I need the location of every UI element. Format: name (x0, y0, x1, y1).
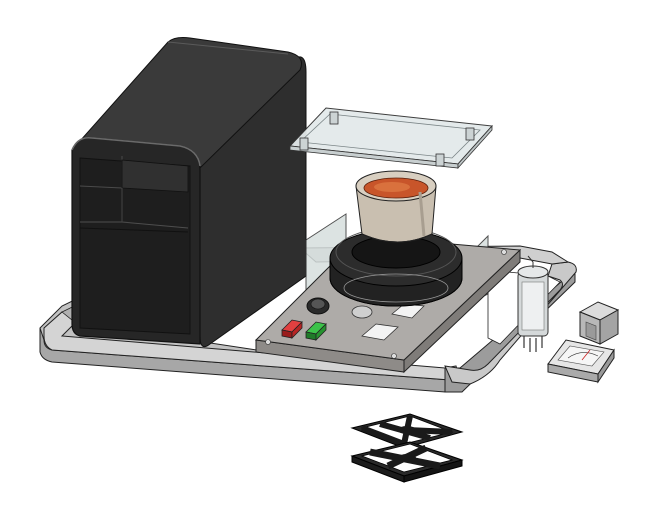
vacuum-tube (517, 255, 549, 352)
cube-module (578, 301, 620, 345)
cooling-fan-bottom (350, 441, 464, 483)
crucible-cup (355, 170, 437, 243)
cooling-fan-top (350, 413, 464, 449)
heater-ring (329, 227, 463, 307)
green-switch (305, 321, 327, 341)
transparent-lid-plate (288, 107, 494, 170)
red-switch (281, 319, 303, 339)
analog-meter (547, 339, 615, 384)
enclosure-shell (71, 37, 307, 348)
knob-button (306, 297, 330, 315)
